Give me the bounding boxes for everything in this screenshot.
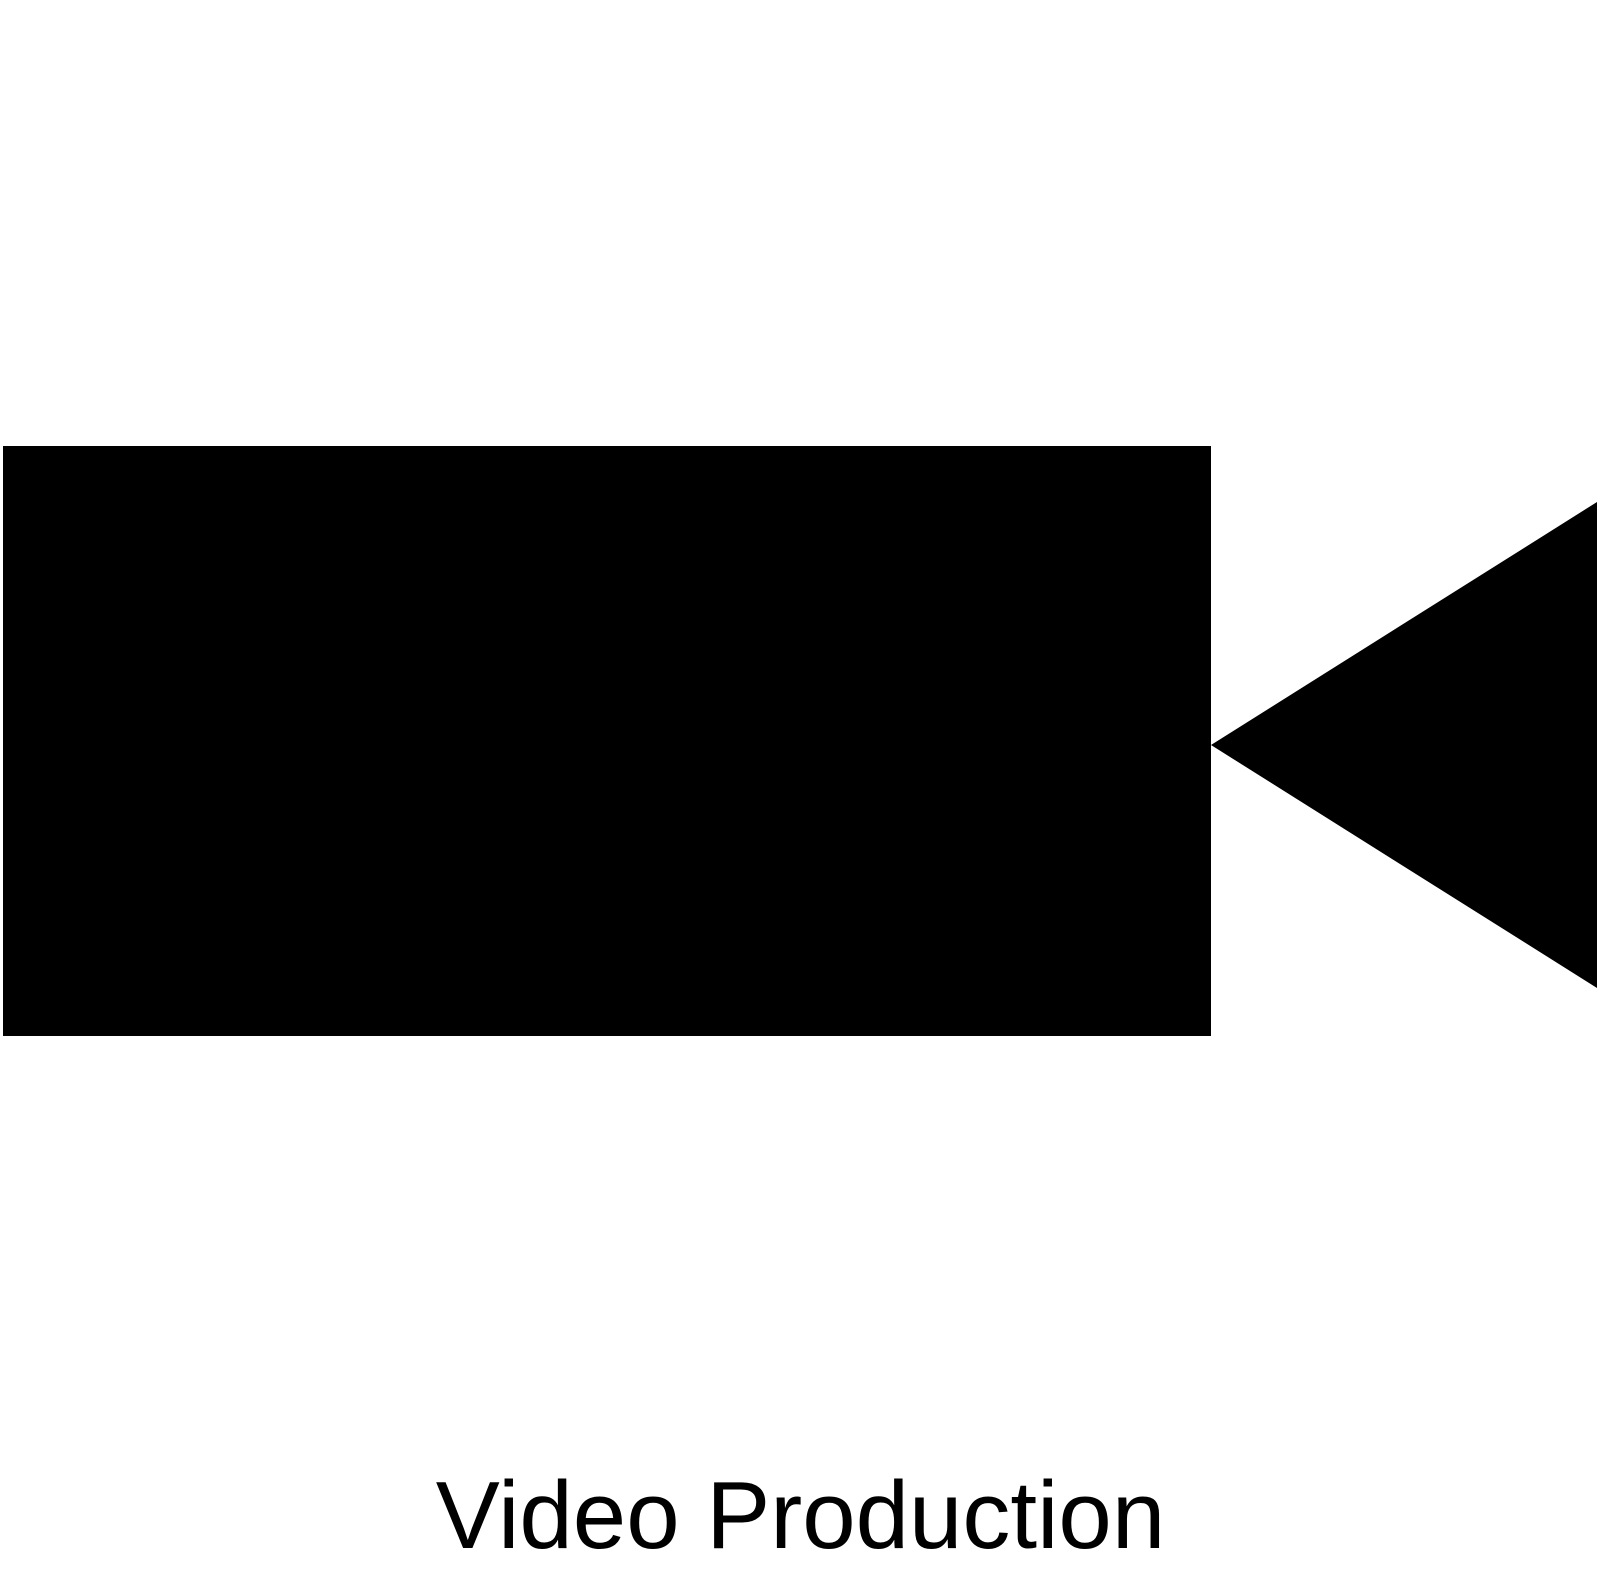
camera-lens bbox=[1211, 502, 1597, 988]
camera-body bbox=[3, 446, 1211, 1036]
video-camera-icon bbox=[3, 446, 1597, 1036]
caption-label: Video Production bbox=[435, 1462, 1166, 1569]
video-camera-svg bbox=[3, 446, 1597, 1036]
